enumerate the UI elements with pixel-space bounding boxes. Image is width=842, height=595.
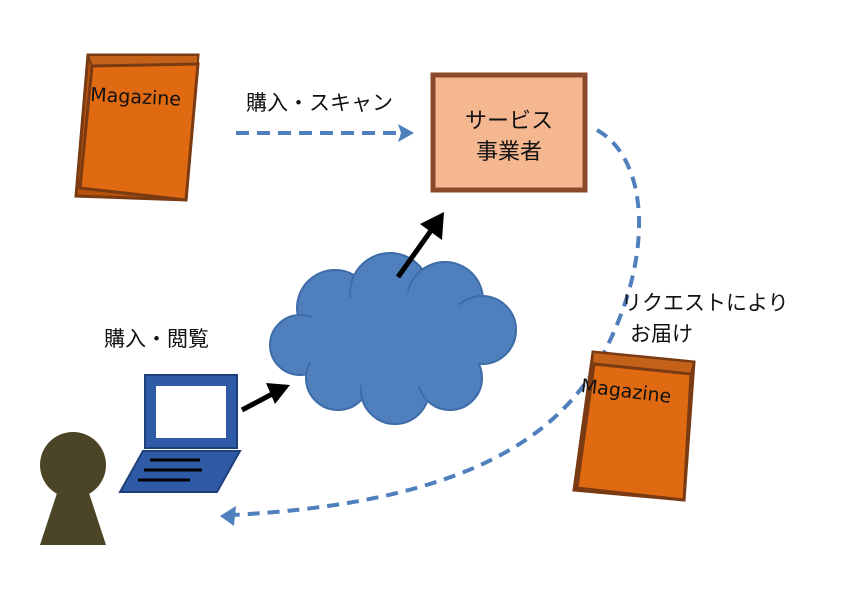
magazine-top: Magazine — [74, 53, 200, 202]
laptop-to-cloud-arrow — [240, 389, 278, 413]
magazine-top-title: Magazine — [90, 84, 182, 111]
cloud-to-provider-arrowhead — [420, 212, 444, 240]
service-provider-line1: サービス — [465, 109, 553, 134]
magazine-bottom: Magazine — [572, 350, 696, 502]
laptop-icon — [118, 374, 242, 493]
purchase-view-label: 購入・閲覧 — [104, 327, 209, 351]
service-provider-box: サービス 事業者 — [430, 72, 588, 193]
cloud — [269, 252, 517, 425]
delivery-label-line1: リクエストにより — [621, 291, 789, 315]
laptop-to-cloud-arrowhead — [266, 383, 290, 404]
purchase-scan-label: 購入・スキャン — [246, 91, 393, 115]
person-icon — [40, 432, 106, 545]
purchase-scan-arrowhead — [398, 124, 414, 142]
cloud-to-provider-arrow — [395, 223, 438, 279]
delivery-label-line2: お届け — [630, 322, 693, 346]
service-provider-line2: 事業者 — [476, 140, 542, 165]
delivery-arrowhead — [220, 506, 236, 526]
